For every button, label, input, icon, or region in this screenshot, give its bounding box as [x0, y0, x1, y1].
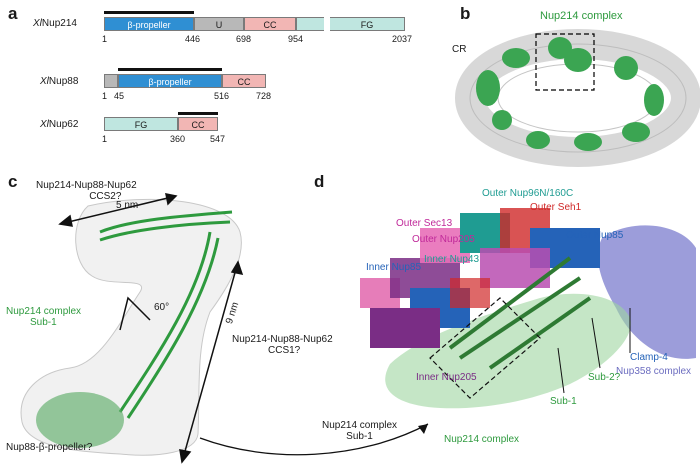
nup62-fg-domain: FG	[104, 117, 178, 131]
nup214-propeller-domain: β-propeller	[104, 17, 194, 31]
nup214-tick-2037: 2037	[392, 34, 413, 44]
nup88-tick-516: 516	[214, 91, 230, 101]
nup88-region-bar	[118, 68, 222, 71]
panel-b-title: Nup214 complex	[540, 10, 623, 22]
nup88-cc-domain: CC	[222, 74, 266, 88]
nup62-label: XlNup62	[40, 119, 79, 130]
cr-ring-density-map	[455, 29, 700, 167]
outer-nup205-label: Outer Nup205	[412, 234, 475, 245]
nup214-cc-domain: CC	[244, 17, 296, 31]
panel-letter-d: d	[314, 172, 325, 191]
nup214-complex-label-d: Nup214 complex	[444, 434, 520, 445]
outer-sec13-label: Outer Sec13	[396, 218, 453, 229]
panel-d-structure	[360, 208, 696, 409]
nup88-tick-728: 728	[256, 91, 272, 101]
nup88-propeller-label: Nup88-β-propeller?	[6, 442, 93, 453]
outer-nup85-label: Outer Nup85	[566, 230, 624, 241]
panel-letter-b: b	[460, 4, 471, 23]
angle-label: 60°	[154, 302, 170, 313]
panel-c-density-map	[20, 193, 244, 464]
sub2-label: Sub-2?	[588, 372, 621, 383]
inner-nup205-label: Inner Nup205	[416, 372, 477, 383]
panel-letter-c: c	[8, 172, 18, 191]
nup214-tick-954: 954	[288, 34, 304, 44]
nup62-tick-547: 547	[210, 134, 226, 144]
inner-nup43-label: Inner Nup43	[424, 254, 480, 265]
nup88-tick-1: 1	[102, 91, 108, 101]
nup88-propeller-domain: β-propeller	[118, 74, 222, 88]
inner-nup85-label: Inner Nup85	[366, 262, 422, 273]
clamp4-label: Clamp-4	[630, 352, 668, 363]
nup358-complex-label: Nup358 complex	[616, 366, 692, 377]
nup214-label: XlNup214	[33, 18, 77, 29]
c-to-d-arrow	[199, 423, 429, 456]
outer-nup96-label: Outer Nup96N/160C	[482, 188, 574, 199]
nup88-label: XlNup88	[40, 76, 79, 87]
nup214-fg-domain-left	[296, 17, 324, 31]
nup214-tick-698: 698	[236, 34, 252, 44]
nup62-cc-domain: CC	[178, 117, 218, 131]
nup214-region-bar	[104, 11, 194, 14]
cr-label: CR	[452, 44, 467, 55]
panel-letter-a: a	[8, 4, 18, 23]
distance-5nm: 5 nm	[116, 200, 139, 211]
sub1-label-d: Sub-1	[550, 396, 577, 407]
nup62-region-bar	[178, 112, 218, 115]
outer-seh1-label: Outer Seh1	[530, 202, 582, 213]
nup214-fg-domain: FG	[330, 17, 405, 31]
nup214-tick-1: 1	[102, 34, 108, 44]
nup62-tick-360: 360	[170, 134, 186, 144]
nup62-tick-1: 1	[102, 134, 108, 144]
nup214-u-domain: U	[194, 17, 244, 31]
nup88-tick-45: 45	[114, 91, 125, 101]
nup88-n-domain	[104, 74, 118, 88]
nup214-tick-446: 446	[185, 34, 201, 44]
